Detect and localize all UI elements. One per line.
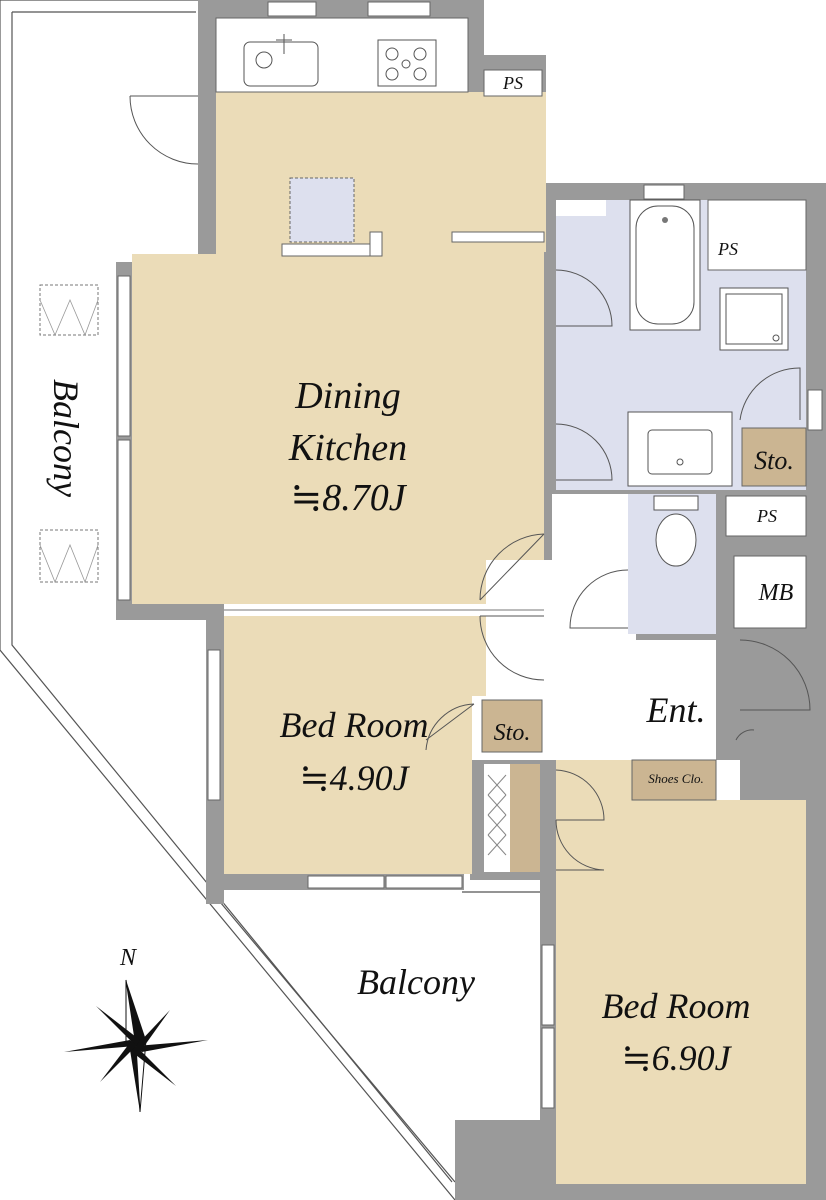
bed-room-1-label: Bed Room [280,705,429,745]
compass-north-label: N [119,945,138,971]
mb-box [734,556,806,628]
shoes-closet [632,760,716,800]
ps-box-bath [708,200,806,270]
bed-room-2-label: Bed Room [602,986,751,1026]
balcony-outline [0,0,540,1200]
balcony-ac-unit-bottom [39,529,99,584]
storage-bed-room [482,700,542,752]
doors [129,95,811,871]
kitchen-sink [243,34,319,87]
ps-box-toilet [726,496,806,536]
sto-upper-label: Sto. [754,446,794,475]
bed-room-1-size: ≒4.90J [299,758,410,798]
bed-room-2-size: ≒6.90J [621,1038,732,1078]
dining-kitchen-label: Dining [294,375,401,417]
balcony-left-label: Balcony [46,379,86,497]
refrigerator-space [289,177,355,243]
closet-hatching [487,774,507,856]
windows [117,1,823,1109]
bathtub [629,199,701,331]
balcony-bottom-label: Balcony [357,962,475,1002]
ps-kitchen-label: PS [502,73,523,93]
ps-toilet-label: PS [756,506,777,526]
ps-bath-label: PS [717,239,738,259]
shoes-closet-label: Shoes Clo. [648,771,704,786]
mb-label: MB [758,580,794,606]
washing-machine-pan [719,287,789,351]
balcony-ac-unit-top [39,284,99,337]
dining-kitchen-floor [132,254,544,604]
washbasin [627,411,733,487]
storage-upper [742,428,806,486]
toilet [653,495,699,567]
kitchen-stove [377,39,437,87]
compass-rose: N [64,945,208,1113]
entrance-label: Ent. [646,690,706,730]
dining-kitchen-size: ≒8.70J [290,477,407,519]
dining-kitchen-label-2: Kitchen [288,427,407,469]
sto-bed-label: Sto. [494,720,531,746]
ps-box-kitchen [484,70,542,96]
